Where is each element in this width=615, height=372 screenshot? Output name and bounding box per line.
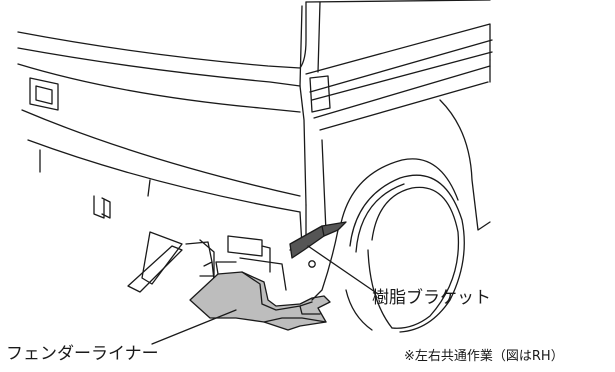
door-handle [29, 77, 59, 111]
chassis-links [127, 231, 287, 293]
lower-body [17, 63, 303, 251]
fender-liner [189, 260, 331, 331]
fender-liner-label: フェンダーライナー [6, 344, 159, 364]
rear-wheel [339, 158, 465, 333]
cab-body [17, 0, 491, 206]
resin-bracket [289, 221, 347, 301]
bracket-label: 樹脂ブラケット [372, 288, 491, 308]
note-text: ※左右共通作業（図はRH） [404, 349, 564, 364]
cargo-bed-panel [299, 23, 493, 249]
step-detail [93, 195, 111, 219]
leader-lines [151, 245, 379, 345]
